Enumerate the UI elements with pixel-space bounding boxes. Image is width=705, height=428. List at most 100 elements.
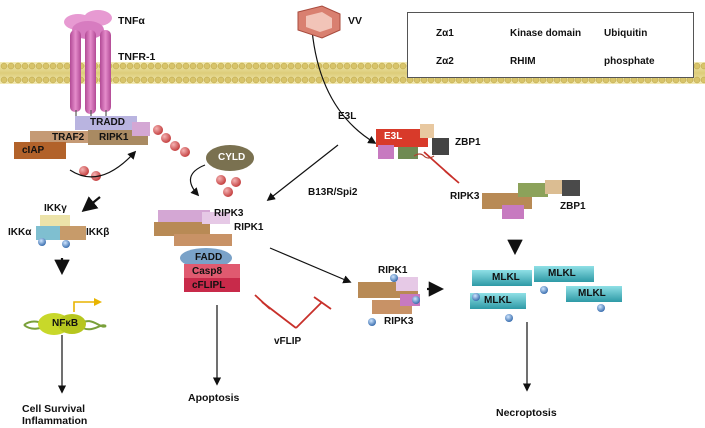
label-e3l-arrow: E3L: [338, 111, 357, 122]
membrane-lipid: [28, 62, 36, 70]
tradd-box: [75, 116, 137, 130]
legend: Zα1 Zα2 Kinase domain RHIM Ubiquitin pho…: [407, 12, 694, 78]
membrane-lipid: [336, 62, 344, 70]
membrane-lipid: [700, 62, 705, 70]
arrows: [54, 29, 532, 394]
label-tnf-alpha: TNFα: [118, 15, 145, 27]
membrane-lipid: [357, 76, 365, 84]
membrane-lipid: [147, 62, 155, 70]
membrane-lipid: [112, 76, 120, 84]
label-cell-survival: Cell Survival: [22, 403, 86, 415]
membrane-lipid: [56, 62, 64, 70]
membrane-lipid: [287, 76, 295, 84]
label-mlkl-4: MLKL: [578, 288, 606, 299]
membrane-lipid: [126, 62, 134, 70]
membrane-lipid: [217, 76, 225, 84]
membrane-lipid: [301, 62, 309, 70]
membrane-lipid: [182, 62, 190, 70]
e3l-zbp1-complex: [376, 124, 449, 159]
membrane-lipid: [140, 76, 148, 84]
cyld-complex: [206, 145, 254, 197]
membrane-lipid: [189, 62, 197, 70]
label-ripk1-receptor: RIPK1: [99, 132, 129, 143]
label-inflammation: Inflammation: [22, 415, 88, 427]
membrane-lipid: [42, 62, 50, 70]
membrane-lipid: [224, 76, 232, 84]
label-tnfr1: TNFR-1: [118, 51, 156, 63]
membrane-lipid: [49, 76, 57, 84]
label-mlkl-2: MLKL: [548, 268, 576, 279]
membrane-lipid: [42, 76, 50, 84]
membrane-lipid: [168, 62, 176, 70]
membrane-lipid: [322, 62, 330, 70]
membrane-lipid: [231, 62, 239, 70]
label-vflip: vFLIP: [274, 336, 302, 347]
membrane-lipid: [385, 62, 393, 70]
membrane-lipid: [154, 76, 162, 84]
membrane-lipid: [21, 62, 29, 70]
label-fadd: FADD: [195, 252, 223, 263]
membrane-lipid: [63, 76, 71, 84]
nfkb-complex: [23, 298, 107, 335]
membrane-lipid: [28, 76, 36, 84]
membrane-lipid: [14, 62, 22, 70]
label-ikk-beta: IKKβ: [86, 227, 110, 238]
membrane-lipid: [224, 62, 232, 70]
membrane-lipid: [364, 76, 372, 84]
legend-z-alpha1: Zα1: [436, 28, 454, 39]
membrane-lipid: [245, 76, 253, 84]
label-zbp1: ZBP1: [560, 201, 586, 212]
label-vv: VV: [348, 15, 363, 27]
legend-kinase-domain: Kinase domain: [510, 28, 582, 39]
membrane-lipid: [378, 62, 386, 70]
membrane-lipid: [7, 62, 15, 70]
legend-ubiquitin: Ubiquitin: [604, 28, 648, 39]
membrane-lipid: [63, 62, 71, 70]
label-traf2: TRAF2: [52, 132, 85, 143]
membrane-lipid: [7, 76, 15, 84]
membrane-lipid: [294, 62, 302, 70]
membrane-lipid: [266, 62, 274, 70]
membrane-lipid: [399, 76, 407, 84]
membrane-lipid: [203, 76, 211, 84]
label-zbp1-top: ZBP1: [455, 137, 481, 148]
membrane-lipid: [21, 76, 29, 84]
membrane-lipid: [308, 62, 316, 70]
membrane-lipid: [350, 62, 358, 70]
membrane-lipid: [168, 76, 176, 84]
membrane-lipid: [392, 62, 400, 70]
label-b13r: B13R/Spi2: [308, 187, 358, 198]
membrane-lipid: [161, 62, 169, 70]
membrane-lipid: [238, 76, 246, 84]
legend-z-alpha2: Zα2: [436, 56, 454, 67]
inhibitor-lines: [254, 151, 460, 329]
membrane-lipid: [693, 76, 701, 84]
tnf-receptor-complex: [14, 10, 150, 159]
label-ripk3-zbp1: RIPK3: [450, 191, 480, 202]
label-mlkl-1: MLKL: [492, 272, 520, 283]
membrane-lipid: [343, 76, 351, 84]
label-cyld: CYLD: [218, 152, 246, 163]
membrane-lipid: [203, 62, 211, 70]
membrane-lipid: [259, 62, 267, 70]
membrane-lipid: [280, 62, 288, 70]
membrane-lipid: [336, 76, 344, 84]
membrane-lipid: [210, 76, 218, 84]
membrane-lipid: [175, 62, 183, 70]
membrane-lipid: [371, 76, 379, 84]
membrane-lipid: [252, 76, 260, 84]
label-ikk-gamma: IKKγ: [44, 203, 67, 214]
legend-phosphate: phosphate: [604, 56, 655, 67]
membrane-lipid: [56, 76, 64, 84]
membrane-lipid: [399, 62, 407, 70]
membrane-lipid: [280, 76, 288, 84]
membrane-lipid: [175, 76, 183, 84]
membrane-lipid: [378, 76, 386, 84]
legend-rhim: RHIM: [510, 56, 536, 67]
ciap-box: [14, 142, 66, 159]
membrane-lipid: [266, 76, 274, 84]
membrane-lipid: [133, 76, 141, 84]
membrane-lipid: [49, 62, 57, 70]
membrane-lipid: [245, 62, 253, 70]
membrane-lipid: [0, 62, 8, 70]
